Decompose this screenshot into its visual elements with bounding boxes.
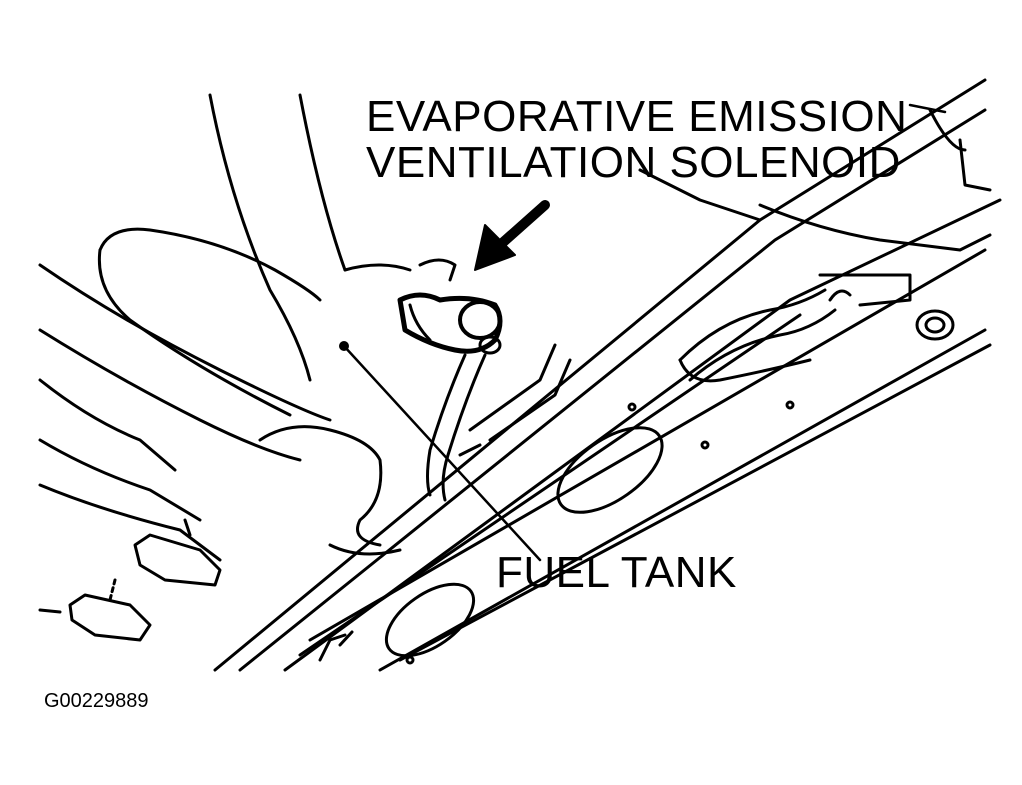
frame-cutouts (384, 309, 955, 665)
solenoid-callout-label: EVAPORATIVE EMISSION VENTILATION SOLENOI… (366, 94, 907, 186)
pipe-loop (678, 288, 837, 383)
mount-brackets (38, 518, 222, 642)
vent-hoses (426, 343, 572, 502)
solenoid-label-leader (908, 103, 947, 114)
solenoid-label-line1: EVAPORATIVE EMISSION (366, 92, 908, 141)
figure-identifier: G00229889 (44, 690, 149, 712)
body-panel (638, 108, 992, 307)
fuel-tank-leader (339, 341, 542, 562)
solenoid-label-line2: VENTILATION SOLENOID (366, 138, 901, 187)
fuel-tank (38, 93, 412, 562)
frame-rail (213, 78, 1002, 672)
ground-clip (318, 630, 354, 662)
solenoid-assembly (397, 258, 503, 355)
fuel-tank-callout-label: FUEL TANK (496, 548, 737, 597)
solenoid-arrow (474, 200, 550, 271)
